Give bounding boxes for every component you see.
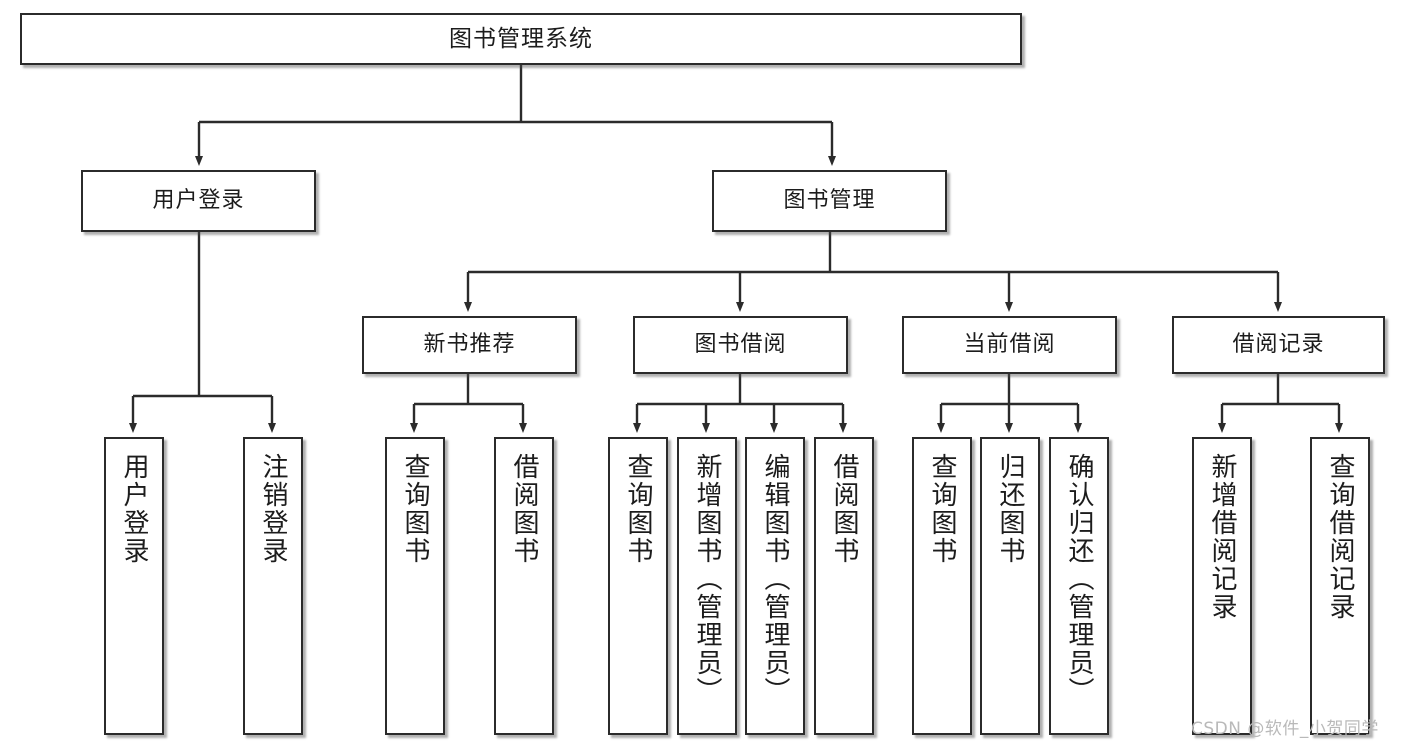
leaf-current-query-book[interactable]: 查询图书 — [912, 437, 972, 735]
node-user-login-label: 用户登录 — [152, 188, 245, 214]
leaf-current-confirm-return[interactable]: 确认归还（管理员） — [1049, 437, 1109, 735]
leaf-borrow-add-book-label: 新增图书（管理员） — [692, 453, 723, 705]
leaf-current-query-book-label: 查询图书 — [927, 453, 958, 565]
leaf-record-add-record[interactable]: 新增借阅记录 — [1192, 437, 1252, 735]
node-current-borrow[interactable]: 当前借阅 — [902, 316, 1117, 374]
leaf-recommend-query-book-label: 查询图书 — [400, 453, 431, 565]
leaf-borrow-edit-book-label: 编辑图书（管理员） — [760, 453, 791, 705]
leaf-borrow-query-book[interactable]: 查询图书 — [608, 437, 668, 735]
node-user-login[interactable]: 用户登录 — [81, 170, 316, 232]
leaf-borrow-edit-book[interactable]: 编辑图书（管理员） — [745, 437, 805, 735]
node-book-manage-label: 图书管理 — [783, 188, 876, 214]
node-book-borrow-label: 图书借阅 — [694, 332, 787, 358]
leaf-borrow-add-book[interactable]: 新增图书（管理员） — [677, 437, 737, 735]
leaf-current-confirm-return-label: 确认归还（管理员） — [1064, 453, 1095, 705]
leaf-current-return-book[interactable]: 归还图书 — [980, 437, 1040, 735]
leaf-borrow-query-book-label: 查询图书 — [623, 453, 654, 565]
leaf-user-login-login-label: 用户登录 — [119, 453, 150, 565]
leaf-borrow-borrow-book-label: 借阅图书 — [829, 453, 860, 565]
leaf-recommend-borrow-book[interactable]: 借阅图书 — [494, 437, 554, 735]
leaf-recommend-borrow-book-label: 借阅图书 — [509, 453, 540, 565]
node-borrow-record-label: 借阅记录 — [1232, 332, 1325, 358]
leaf-recommend-query-book[interactable]: 查询图书 — [385, 437, 445, 735]
node-new-book-recommend-label: 新书推荐 — [423, 332, 516, 358]
node-borrow-record[interactable]: 借阅记录 — [1172, 316, 1385, 374]
csdn-watermark: CSDN @软件_小贺同学 — [1191, 719, 1379, 739]
leaf-borrow-borrow-book[interactable]: 借阅图书 — [814, 437, 874, 735]
leaf-record-query-record[interactable]: 查询借阅记录 — [1310, 437, 1370, 735]
node-current-borrow-label: 当前借阅 — [963, 332, 1056, 358]
node-root-label: 图书管理系统 — [449, 25, 593, 52]
node-book-borrow[interactable]: 图书借阅 — [633, 316, 848, 374]
node-new-book-recommend[interactable]: 新书推荐 — [362, 316, 577, 374]
leaf-user-login-logout[interactable]: 注销登录 — [243, 437, 303, 735]
leaf-record-query-record-label: 查询借阅记录 — [1325, 453, 1356, 621]
leaf-user-login-login[interactable]: 用户登录 — [104, 437, 164, 735]
node-root[interactable]: 图书管理系统 — [20, 13, 1022, 65]
leaf-user-login-logout-label: 注销登录 — [258, 453, 289, 565]
node-book-manage[interactable]: 图书管理 — [712, 170, 947, 232]
leaf-record-add-record-label: 新增借阅记录 — [1207, 453, 1238, 621]
leaf-current-return-book-label: 归还图书 — [995, 453, 1026, 565]
